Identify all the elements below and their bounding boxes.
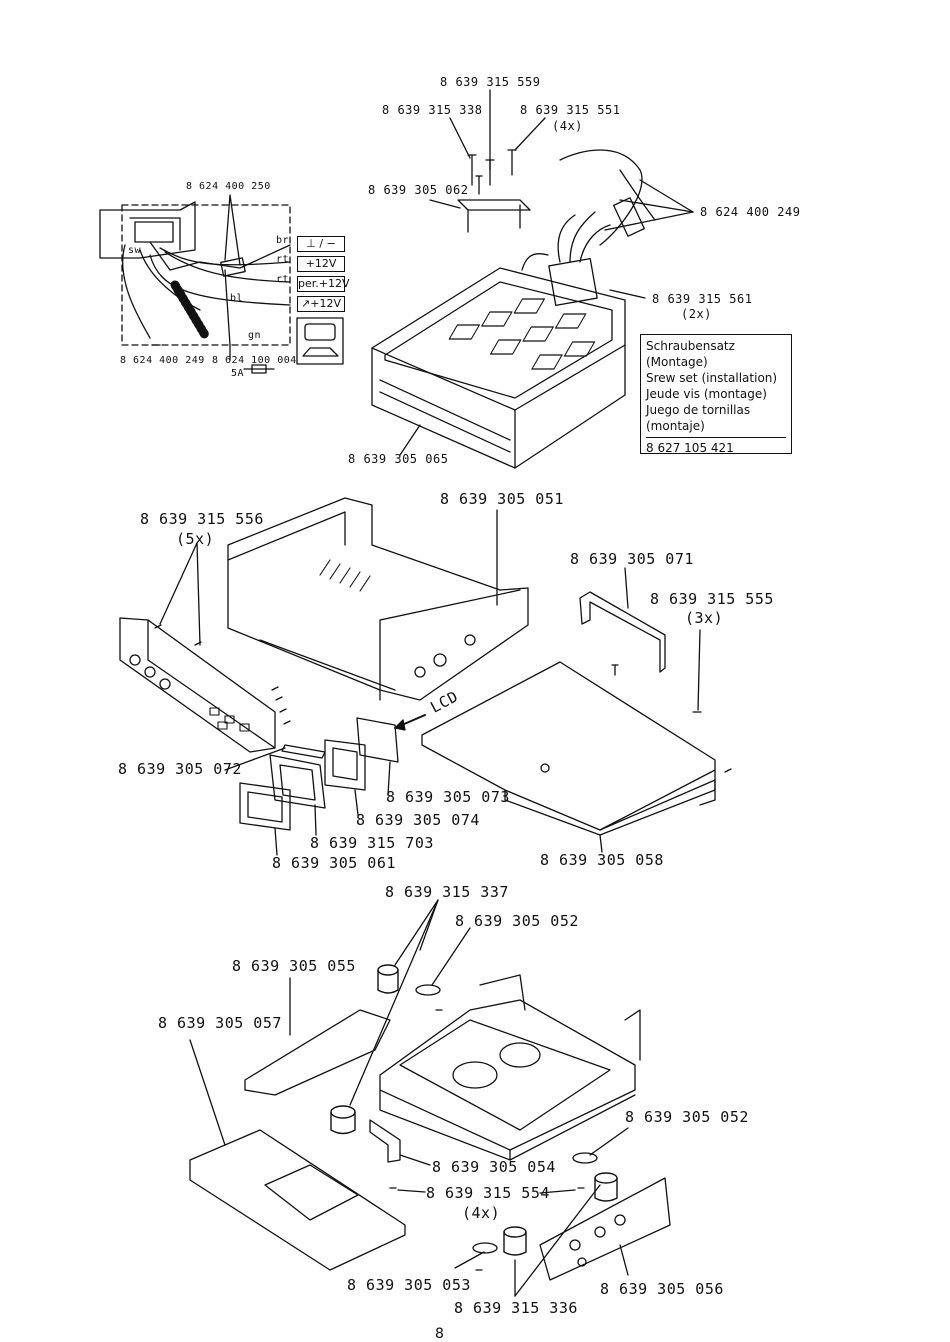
part-label-250: 8 624 400 250 bbox=[186, 181, 271, 192]
part-label-071: 8 639 305 071 bbox=[570, 550, 694, 568]
wire-tag-plus12: +12V bbox=[297, 256, 345, 272]
part-label-004: 8 624 100 004 bbox=[212, 355, 297, 366]
part-label-249-wiring: 8 624 400 249 bbox=[120, 355, 205, 366]
part-label-072: 8 639 305 072 bbox=[118, 760, 242, 778]
part-label-056: 8 639 305 056 bbox=[600, 1280, 724, 1298]
part-qty-551: (4x) bbox=[552, 119, 583, 133]
wire-code-gn: gn bbox=[248, 330, 262, 341]
legend-line-6: (montaje) bbox=[646, 419, 705, 433]
part-label-073: 8 639 305 073 bbox=[386, 788, 510, 806]
part-label-065: 8 639 305 065 bbox=[348, 452, 449, 466]
wire-code-br: br bbox=[276, 235, 290, 246]
part-label-555: 8 639 315 555 bbox=[650, 590, 774, 608]
part-label-055: 8 639 305 055 bbox=[232, 957, 356, 975]
part-label-057: 8 639 305 057 bbox=[158, 1014, 282, 1032]
part-qty-561: (2x) bbox=[681, 307, 712, 321]
part-label-559: 8 639 315 559 bbox=[440, 75, 541, 89]
fuse-label: 5A bbox=[231, 368, 245, 379]
mechanism-assembly bbox=[189, 899, 671, 1297]
legend-line-1: Schraubensatz bbox=[646, 339, 735, 353]
part-label-338: 8 639 315 338 bbox=[382, 103, 483, 117]
screw-set-legend: Schraubensatz (Montage) Srew set (instal… bbox=[640, 334, 792, 456]
part-label-052-right: 8 639 305 052 bbox=[625, 1108, 749, 1126]
part-label-561: 8 639 315 561 bbox=[652, 292, 753, 306]
part-label-336: 8 639 315 336 bbox=[454, 1299, 578, 1317]
housing-assembly bbox=[371, 89, 694, 469]
wire-tag-ground: ⊥ / − bbox=[297, 236, 345, 252]
part-label-062: 8 639 305 062 bbox=[368, 183, 469, 197]
wire-code-sw: sw bbox=[128, 245, 142, 256]
legend-line-3: Srew set (installation) bbox=[646, 371, 778, 385]
legend-line-5: Juego de tornillas bbox=[646, 403, 751, 417]
wire-code-rt1: rt bbox=[276, 254, 290, 265]
part-label-554: 8 639 315 554 bbox=[426, 1184, 550, 1202]
legend-line-4: Jeude vis (montage) bbox=[646, 387, 767, 401]
part-label-703: 8 639 315 703 bbox=[310, 834, 434, 852]
legend-line-2: (Montage) bbox=[646, 355, 708, 369]
part-label-058: 8 639 305 058 bbox=[540, 851, 664, 869]
wire-code-bl: bl bbox=[230, 293, 244, 304]
part-qty-554: (4x) bbox=[462, 1204, 501, 1222]
chassis-assembly bbox=[119, 497, 732, 856]
part-label-053: 8 639 305 053 bbox=[347, 1276, 471, 1294]
legend-part-number: 8 627 105 421 bbox=[646, 437, 786, 456]
part-label-249-top: 8 624 400 249 bbox=[700, 205, 801, 219]
part-qty-556: (5x) bbox=[176, 530, 215, 548]
part-label-054: 8 639 305 054 bbox=[432, 1158, 556, 1176]
wire-tag-ign12: ↗+12V bbox=[297, 296, 345, 312]
part-label-061: 8 639 305 061 bbox=[272, 854, 396, 872]
wiring-harness-diagram bbox=[99, 194, 344, 374]
part-label-074: 8 639 305 074 bbox=[356, 811, 480, 829]
page-number: 8 bbox=[435, 1326, 444, 1342]
part-label-337: 8 639 315 337 bbox=[385, 883, 509, 901]
part-label-051: 8 639 305 051 bbox=[440, 490, 564, 508]
part-label-052-top: 8 639 305 052 bbox=[455, 912, 579, 930]
wire-code-rt2: rt bbox=[276, 274, 290, 285]
wire-tag-perm12: per.+12V bbox=[297, 276, 350, 292]
part-label-551: 8 639 315 551 bbox=[520, 103, 621, 117]
part-label-556: 8 639 315 556 bbox=[140, 510, 264, 528]
part-qty-555: (3x) bbox=[685, 609, 724, 627]
